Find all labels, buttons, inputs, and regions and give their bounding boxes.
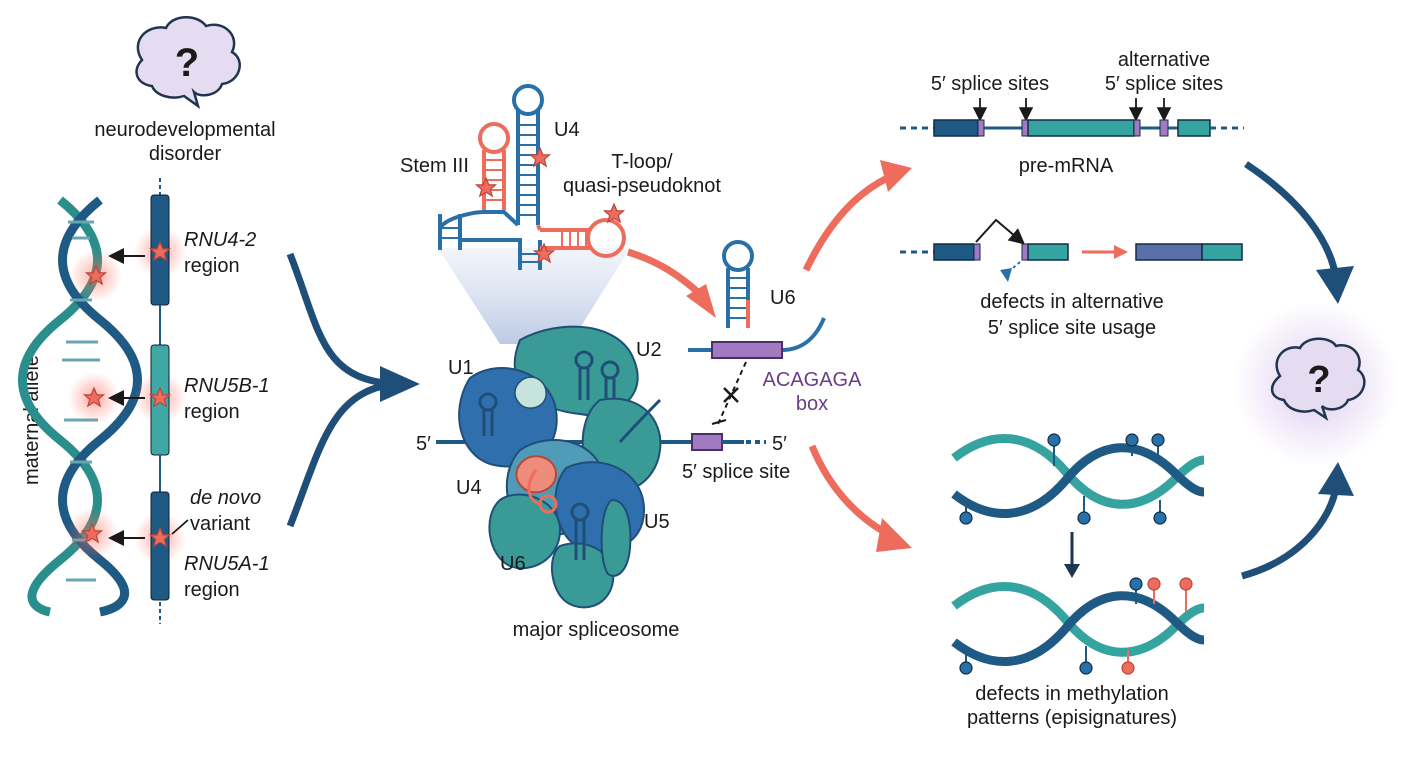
brain-question-icon: ? [135, 16, 241, 110]
blocked-x-icon [723, 387, 739, 403]
u6-label: U6 [500, 553, 526, 575]
variant-star-icon [148, 240, 172, 262]
gene-rnu5a-1-label: RNU5A-1 [184, 553, 270, 575]
stem-iii-label: Stem III [400, 155, 469, 177]
spliceosome [436, 325, 662, 609]
flow-arrow-to-u6 [626, 248, 703, 297]
u4-label: U4 [456, 477, 482, 499]
defect-alt-line1: defects in alternative [980, 291, 1163, 313]
five-prime-right-label: 5′ [772, 433, 787, 455]
splice-site-label: 5′ splice site [682, 461, 790, 483]
variant-star-icon [532, 242, 556, 264]
five-prime-left-label: 5′ [416, 433, 431, 455]
brain-question-icon-outcome: ? [1271, 337, 1366, 422]
spliceosome-label: major spliceosome [513, 619, 680, 641]
defect-alt-line2: 5′ splice site usage [988, 317, 1156, 339]
u4-top-label: U4 [554, 119, 580, 141]
region-label-3: region [184, 579, 240, 601]
flow-arrow-to-outcome-top [1244, 161, 1340, 279]
u5-label: U5 [644, 511, 670, 533]
flow-arrow-to-splicing [802, 172, 894, 272]
alt-splice-sites-line2: 5′ splice sites [1105, 73, 1223, 95]
variant-star-icon [474, 176, 498, 198]
variant-star-icon [84, 264, 108, 286]
de-novo-label: de novo [190, 487, 261, 509]
defect-meth-line1: defects in methylation [975, 683, 1168, 705]
dna-methylation-defect [951, 577, 1205, 675]
variant-star-icon [82, 386, 106, 408]
disorder-label-line1: neurodevelopmental [94, 119, 275, 141]
variant-star-icon [148, 526, 172, 548]
acagaga-label: ACAGAGA [763, 369, 863, 391]
variant-star-icon [148, 386, 172, 408]
u2-label: U2 [636, 339, 662, 361]
defect-meth-line2: patterns (episignatures) [967, 707, 1177, 729]
disorder-label-line2: disorder [149, 143, 222, 165]
question-mark-text: ? [175, 41, 199, 85]
question-mark-text-outcome: ? [1307, 359, 1330, 401]
alt-splice-sites-line1: alternative [1118, 49, 1210, 71]
u6-top-label: U6 [770, 287, 796, 309]
variant-star-icon [602, 202, 626, 224]
u6-acagaga-structure [688, 240, 826, 425]
alt-splicing-defect [900, 218, 1243, 282]
t-loop-label-line2: quasi-pseudoknot [563, 175, 721, 197]
gene-rnu5b-1-label: RNU5B-1 [184, 375, 270, 397]
gene-rnu4-2-label: RNU4-2 [184, 229, 256, 251]
flow-arrow-to-outcome-bottom [1241, 487, 1340, 580]
flow-arrow-to-spliceosome [286, 252, 420, 528]
variant-stars-left [80, 240, 172, 548]
region-label-2: region [184, 401, 240, 423]
flow-arrow-to-methylation [808, 444, 894, 540]
splice-sites-label: 5′ splice sites [931, 73, 1049, 95]
variant-star-icon [528, 146, 552, 168]
variant-label: variant [190, 513, 250, 535]
dna-methylation-normal [951, 433, 1205, 525]
chromosome-bar [150, 178, 170, 624]
splice-site-line [660, 433, 766, 451]
pre-mrna [900, 119, 1244, 137]
variant-star-icon [80, 522, 104, 544]
box-label: box [796, 393, 828, 415]
u1-label: U1 [448, 357, 474, 379]
t-loop-label-line1: T-loop/ [611, 151, 673, 173]
zoom-cone [438, 248, 630, 344]
region-label-1: region [184, 255, 240, 277]
pre-mrna-label: pre-mRNA [1019, 155, 1114, 177]
